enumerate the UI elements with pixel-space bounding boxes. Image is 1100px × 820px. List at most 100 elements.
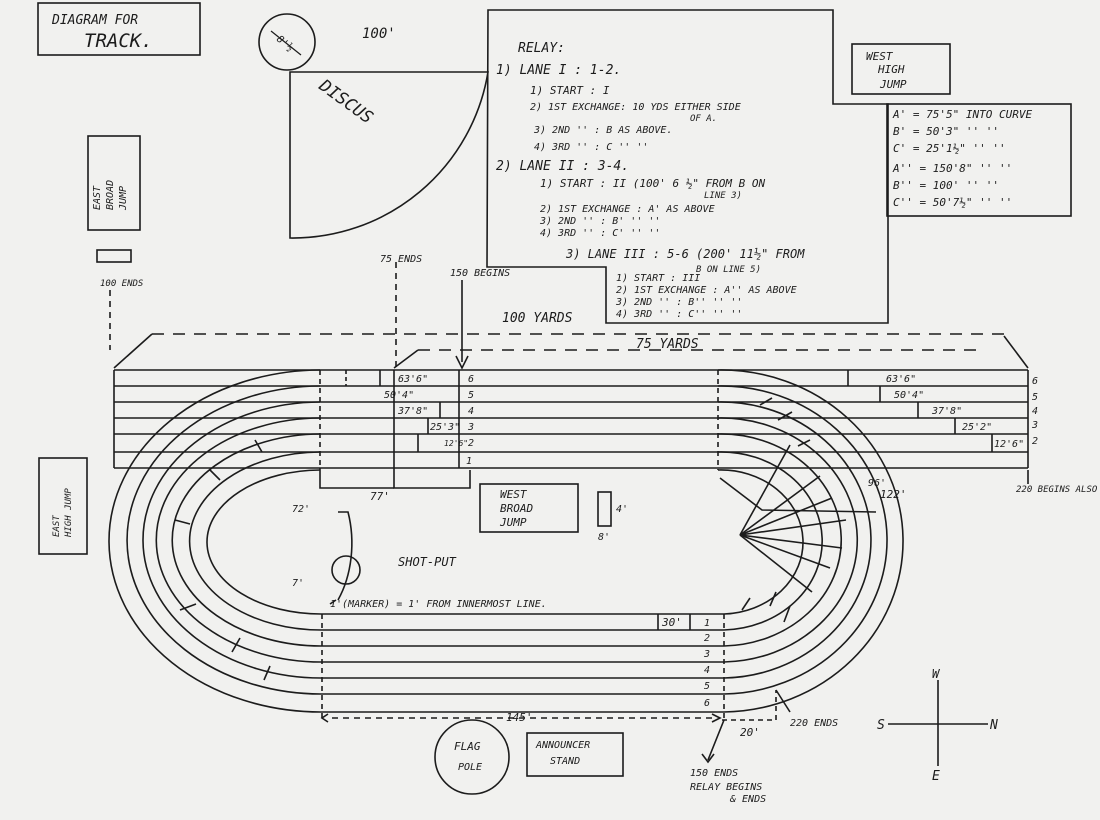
board-width: 4': [616, 504, 628, 515]
relay-begins-label: RELAY BEGINS: [690, 782, 762, 793]
discus-circle: [258, 13, 316, 71]
stagger-left-value: 12'6": [444, 439, 468, 448]
relay-line: 4) 3RD '' : C' '' '': [540, 228, 660, 239]
compass-e: E: [932, 769, 940, 784]
shot-put-sector: [337, 511, 353, 601]
stagger-left: 63'6" 50'4" 37'8" 25'3" 12'6": [384, 374, 468, 448]
curve-row: C' = 25'1½" '' '': [893, 142, 1006, 155]
shot-put-label: SHOT-PUT: [398, 555, 457, 569]
board-length: 8': [598, 532, 610, 543]
distance-96: 96': [868, 478, 886, 489]
distance-30: 30': [661, 616, 682, 629]
shot-put-circle: [331, 555, 361, 585]
relay-line: 3) LANE III : 5-6 (200' 11½" FROM: [565, 247, 805, 261]
relay-box: [486, 9, 889, 324]
stagger-left-value: 63'6": [398, 374, 428, 385]
stagger-right-value: 63'6": [886, 374, 916, 385]
relay-heading: RELAY:: [518, 41, 565, 56]
lane-numbers-left: 6 5 4 3 2 1: [466, 374, 474, 467]
lane-number: 4: [468, 406, 474, 417]
stagger-left-value: 37'8": [397, 406, 428, 417]
distance-72: 72': [292, 504, 310, 515]
relay-line: 3) 2ND '' : B'' '' '': [615, 297, 742, 308]
discus-sector: [289, 71, 489, 239]
lane-number: 2: [468, 438, 474, 449]
announcer-box: [526, 732, 624, 777]
relay-line: 1) START : III: [616, 273, 700, 284]
lane-number: 4: [1032, 406, 1038, 417]
discus-distance: 100': [362, 26, 396, 42]
lane-number: 1: [704, 618, 710, 629]
west-broad-jump-l1: WEST: [500, 488, 528, 501]
stagger-right-value: 12'6": [994, 439, 1024, 450]
begins-150-label: 150 BEGINS: [450, 268, 510, 279]
lane-number: 1: [466, 456, 472, 467]
relay-ends-label: & ENDS: [729, 794, 766, 805]
west-high-jump-l1: WEST: [866, 50, 894, 63]
curve-row: B' = 50'3" '' '': [893, 125, 999, 138]
distance-20: 20': [740, 726, 760, 739]
lane-numbers-bottom: 1 2 3 4 5 6: [703, 618, 710, 709]
announcer-l2: STAND: [550, 756, 580, 767]
relay-line: 2) LANE II : 3-4.: [496, 159, 629, 174]
distance-77: 77': [370, 490, 390, 503]
relay-line: 2) 1ST EXCHANGE : A' AS ABOVE: [540, 204, 715, 215]
title-line2: TRACK.: [84, 30, 153, 52]
distance-7: 7': [292, 578, 304, 589]
relay-line: OF A.: [690, 114, 717, 124]
relay-line: 2) 1ST EXCHANGE: 10 YDS EITHER SIDE: [530, 102, 741, 113]
stagger-right-value: 50'4": [894, 390, 924, 401]
east-broad-jump-l1: EAST: [92, 185, 103, 210]
relay-line: 4) 3RD '' : C'' '' '': [616, 309, 742, 320]
lane-number: 6: [468, 374, 474, 385]
stagger-right-value: 25'2": [962, 422, 992, 433]
east-broad-jump-l3: JUMP: [118, 186, 129, 211]
lane-number: 3: [467, 422, 474, 433]
east-high-jump-box: [38, 457, 88, 555]
compass-n: N: [989, 718, 998, 733]
lane-number: 2: [704, 633, 710, 644]
stagger-right-value: 37'8": [931, 406, 962, 417]
lane-number: 5: [704, 681, 710, 692]
discus-label: DISCUS: [314, 75, 376, 128]
yards-75-label: 75 YARDS: [636, 337, 699, 352]
curve-row: A'' = 150'8" '' '': [892, 162, 1012, 175]
stagger-right: 63'6" 50'4" 37'8" 25'2" 12'6": [886, 374, 1024, 450]
yards-100-label: 100 YARDS: [502, 311, 573, 326]
announcer-l1: ANNOUNCER: [535, 740, 590, 751]
relay-line: B ON LINE 5): [696, 265, 761, 275]
lane-number: 3: [1031, 420, 1038, 431]
west-high-jump-l2: HIGH: [877, 63, 905, 76]
right-curve: [717, 369, 904, 713]
relay-line: 1) START : II (100' 6 ½" FROM B ON: [540, 177, 766, 190]
west-broad-jump-l3: JUMP: [499, 516, 527, 529]
curve-table: A' = 75'5" INTO CURVE B' = 50'3" '' '' C…: [892, 108, 1032, 209]
ends-150-label: 150 ENDS: [690, 768, 738, 779]
west-high-jump-l3: JUMP: [879, 78, 907, 91]
west-broad-jump-box: [479, 483, 579, 533]
title-line1: DIAGRAM FOR: [51, 13, 138, 28]
begins-220-label: 220 BEGINS ALSO 100 Y. 75.: [1016, 485, 1100, 495]
lane-number: 5: [1032, 392, 1038, 403]
relay-line: 2) 1ST EXCHANGE : A'' AS ABOVE: [616, 285, 797, 296]
relay-line: LINE 3): [704, 191, 742, 201]
west-broad-jump-l2: BROAD: [500, 502, 533, 515]
lane-number: 6: [704, 698, 710, 709]
ends-100-label: 100 ENDS: [100, 279, 144, 289]
flag-pole-l1: FLAG: [454, 740, 481, 753]
flag-pole-l2: POLE: [458, 762, 482, 773]
left-curve: [108, 369, 323, 713]
marker-note: 1'(MARKER) = 1' FROM INNERMOST LINE.: [330, 599, 547, 610]
east-broad-jump-l2: BROAD: [105, 180, 116, 210]
lane-numbers-right: 6 5 4 3 2: [1031, 376, 1038, 447]
lane-number: 3: [703, 649, 710, 660]
relay-line: 4) 3RD '' : C '' '': [534, 142, 648, 153]
lane-number: 4: [704, 665, 710, 676]
curve-row: A' = 75'5" INTO CURVE: [892, 108, 1032, 121]
relay-line: 3) 2ND '' : B AS ABOVE.: [533, 125, 672, 136]
lane-number: 2: [1032, 436, 1038, 447]
bottom-straight: [321, 613, 777, 721]
curve-row: B'' = 100' '' '': [893, 179, 999, 192]
flag-pole-circle: [434, 719, 510, 795]
